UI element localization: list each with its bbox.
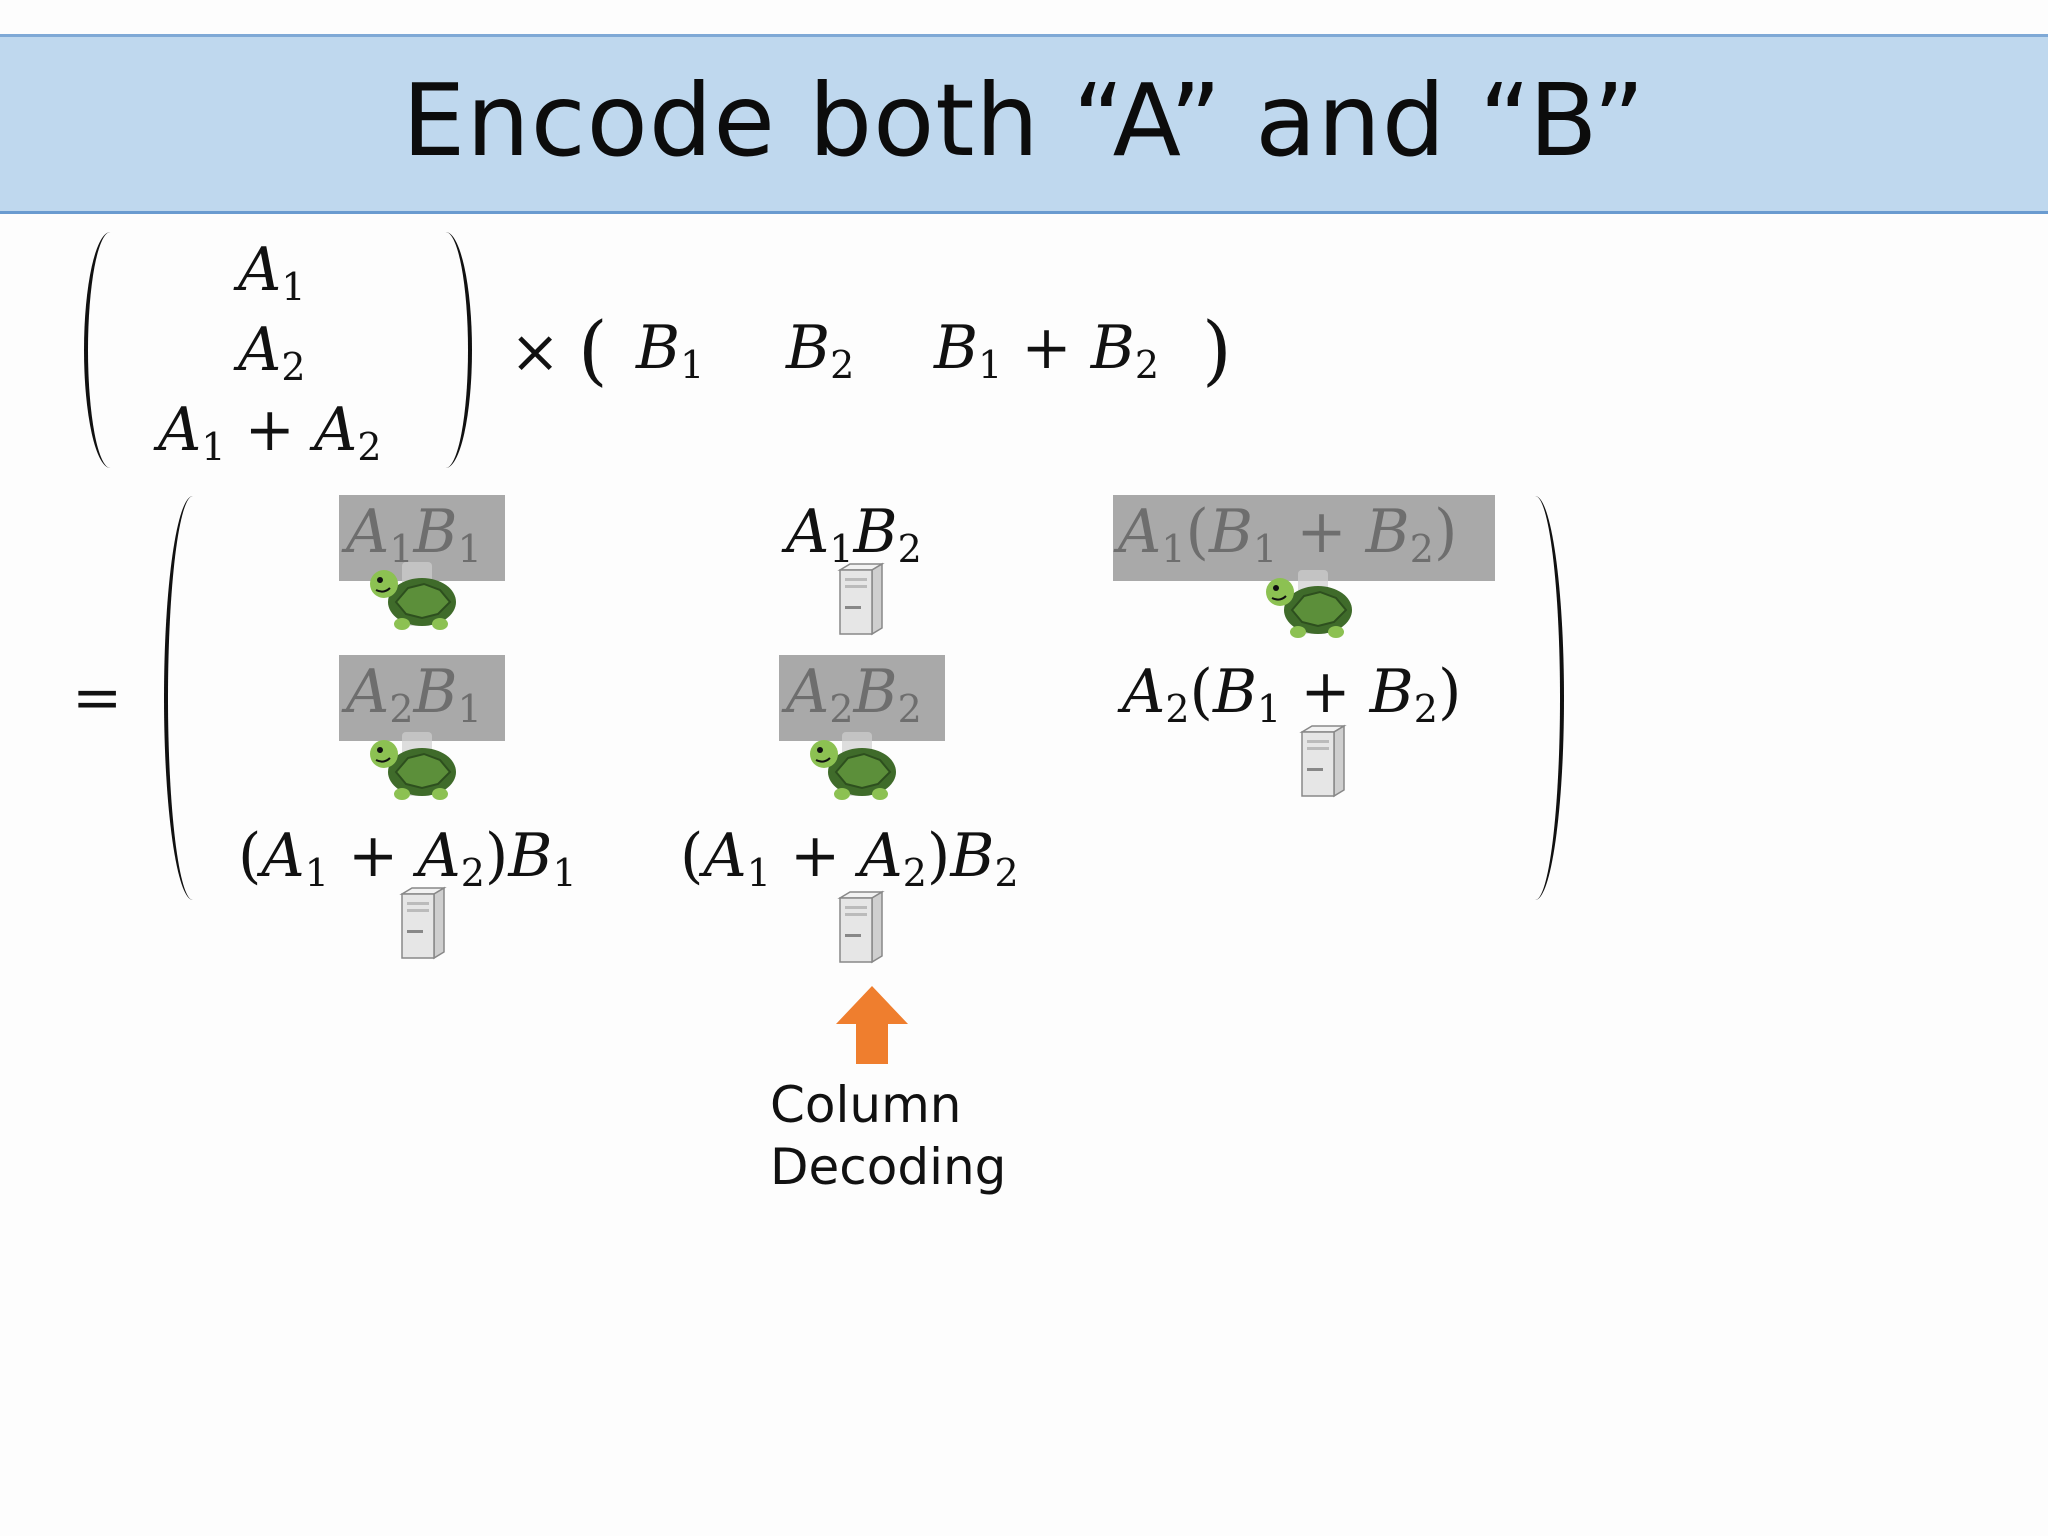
caption-line-1: Column [770,1076,962,1134]
b-vector-left-paren: ( [578,305,608,394]
column-decoding-label: Column Decoding [770,1074,1006,1198]
left-paren-result [164,496,212,900]
b-vector-entry-2: B2 [786,313,855,387]
a-vector-entry-1: A1 [238,235,306,309]
server-icon [399,886,447,960]
cell-a2b1: A2B1 [346,657,482,731]
straggler-box-a2b2 [779,655,945,741]
b-vector-entry-3: B1 + B2 [934,313,1159,387]
cell-a1-b1plusb2: A1(B1 + B2) [1118,497,1458,571]
b-vector-entry-1: B1 [636,313,705,387]
server-icon [837,890,885,964]
b-vector-right-paren: ) [1202,305,1232,394]
cell-a2b2: A2B2 [786,657,922,731]
right-paren-a [428,232,472,468]
turtle-icon [1266,570,1352,638]
cell-a1b2: A1B2 [786,497,922,571]
right-paren-result [1516,496,1564,900]
cell-a2-b1plusb2: A2(B1 + B2) [1122,657,1462,731]
straggler-box-a2b1 [339,655,505,741]
equals-symbol: = [72,663,123,733]
up-arrow-icon [836,986,908,1064]
title-bar: Encode both “A” and “B” [0,34,2048,214]
times-symbol: × [510,317,561,387]
left-paren-a [84,232,128,468]
caption-line-2: Decoding [770,1138,1007,1196]
server-icon [1299,724,1347,798]
a-vector-entry-2: A2 [238,315,306,389]
turtle-icon [810,732,896,800]
cell-a1b1: A1B1 [346,497,482,571]
a-vector-entry-3: A1 + A2 [158,395,382,469]
slide-title: Encode both “A” and “B” [402,61,1646,179]
turtle-icon [370,732,456,800]
straggler-box-a1b1b2 [1113,495,1495,581]
cell-a1plusa2-b2: (A1 + A2)B2 [680,821,1019,895]
turtle-icon [370,562,456,630]
cell-a1plusa2-b1: (A1 + A2)B1 [238,821,577,895]
server-icon [837,562,885,636]
